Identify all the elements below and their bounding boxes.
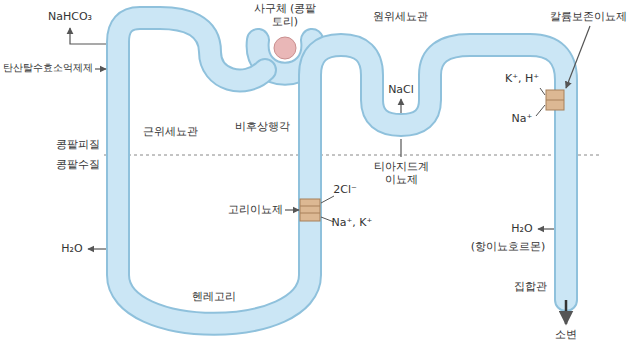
label: 비후상행각 (235, 120, 290, 133)
leader-line (540, 88, 545, 95)
leader-arrow (285, 209, 299, 210)
label: H₂O (511, 222, 532, 235)
leader-line (536, 105, 545, 116)
leader-arrow (400, 99, 401, 113)
leader-line (400, 139, 401, 157)
transporter (300, 199, 320, 221)
label: Na⁺, K⁺ (332, 216, 373, 229)
label: 소변 (555, 328, 577, 341)
label: 원위세뇨관 (373, 10, 428, 23)
label: 근위세뇨관 (143, 125, 198, 138)
cortex-medulla-boundary (104, 155, 600, 156)
label: K⁺, H⁺ (505, 72, 539, 85)
label: 콩팥수질 (56, 158, 100, 171)
label: 콩팥피질 (56, 138, 100, 151)
label: 2Cl⁻ (333, 183, 357, 196)
label: 사구체 (콩팥토리) (252, 2, 318, 28)
transporter (300, 90, 564, 221)
transporter-stripe (300, 206, 320, 207)
leader-arrow (538, 228, 554, 229)
leader-arrow (566, 26, 590, 88)
label: Na⁺ (512, 112, 533, 125)
transporter-stripe (300, 213, 320, 214)
leader-arrow (88, 248, 106, 249)
label: NaHCO₃ (48, 10, 92, 23)
label: 헨레고리 (192, 290, 236, 303)
label: 집합관 (514, 280, 547, 293)
urine-arrow (565, 300, 568, 324)
label: 탄산탈수효소억제제 (3, 62, 93, 74)
label: 고리이뇨제 (228, 203, 283, 216)
label: H₂O (61, 242, 82, 255)
leader-arrow (95, 68, 106, 69)
nephron-tube (118, 18, 566, 324)
transporter (546, 90, 564, 110)
label: NaCl (388, 83, 414, 96)
label: 칼륨보존이뇨제 (550, 10, 627, 23)
nephron-tube (118, 18, 566, 324)
leader-arrow (70, 28, 106, 44)
transporter-stripe (546, 100, 564, 101)
label: 티아지드계 이뇨제 (370, 160, 432, 186)
glomerulus-tuft (274, 37, 296, 59)
label: (항이뇨호르몬) (471, 240, 546, 253)
leader-line (321, 196, 334, 203)
